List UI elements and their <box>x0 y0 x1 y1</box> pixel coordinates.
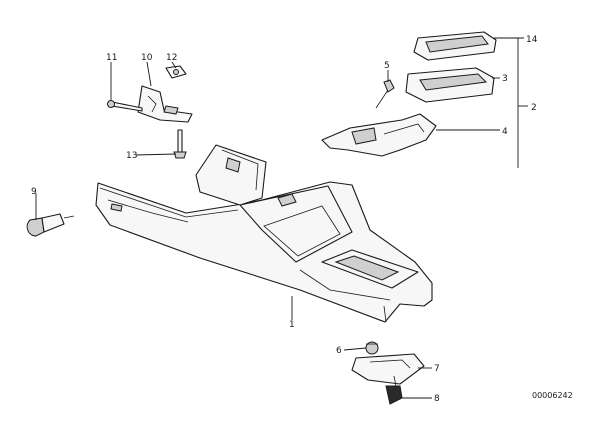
bulb-part-5 <box>375 79 395 109</box>
callout-6: 6 <box>336 346 342 356</box>
callout-9: 9 <box>31 187 37 197</box>
callout-1: 1 <box>289 320 295 330</box>
callout-10: 10 <box>141 53 153 63</box>
callout-12: 12 <box>166 53 177 63</box>
callout-13: 13 <box>126 151 137 161</box>
callout-2: 2 <box>531 103 537 113</box>
compartment-3 <box>405 67 495 103</box>
center-console <box>95 144 433 323</box>
compartment-14 <box>413 31 497 61</box>
callout-4: 4 <box>502 127 508 137</box>
clip-part-12 <box>165 65 187 79</box>
tray-4 <box>321 113 437 157</box>
callout-8: 8 <box>434 394 440 404</box>
bracket-part-7 <box>351 353 425 385</box>
diagram-code: 00006242 <box>532 391 573 400</box>
mounting-bracket <box>137 85 193 123</box>
screw-part-11 <box>107 100 143 112</box>
leader-lines <box>35 37 528 399</box>
callout-14: 14 <box>526 35 538 45</box>
rivet-part-9 <box>26 213 75 237</box>
callout-7: 7 <box>434 364 440 374</box>
screw-part-13 <box>173 129 187 159</box>
callout-5: 5 <box>384 61 390 71</box>
callout-11: 11 <box>106 53 117 63</box>
callout-3: 3 <box>502 74 508 84</box>
nut-part-6 <box>365 341 379 355</box>
callout-labels: 1 2 3 4 5 6 7 8 9 10 11 12 13 14 0000624… <box>31 35 573 404</box>
